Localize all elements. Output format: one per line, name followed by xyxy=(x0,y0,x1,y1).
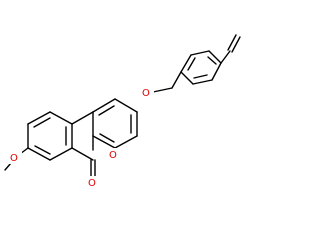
ring-oxygen-label: O xyxy=(109,150,117,161)
carbonyl-bond xyxy=(90,159,96,177)
ether-oxygen-label: O xyxy=(142,88,150,99)
carbonyl-oxygen-label: O xyxy=(88,178,96,189)
pyranone-ring xyxy=(71,111,94,161)
methoxy-oxygen-label: O xyxy=(10,153,18,164)
atom-labels: O O O O xyxy=(9,86,154,189)
benzyloxy-linker xyxy=(152,71,182,93)
core-left-ring xyxy=(27,111,73,161)
vinyl-group xyxy=(220,34,241,64)
vinylbenzyl-ring xyxy=(180,50,222,85)
core-right-ring xyxy=(92,98,138,149)
chemical-structure-diagram: O O O O xyxy=(4,34,241,189)
